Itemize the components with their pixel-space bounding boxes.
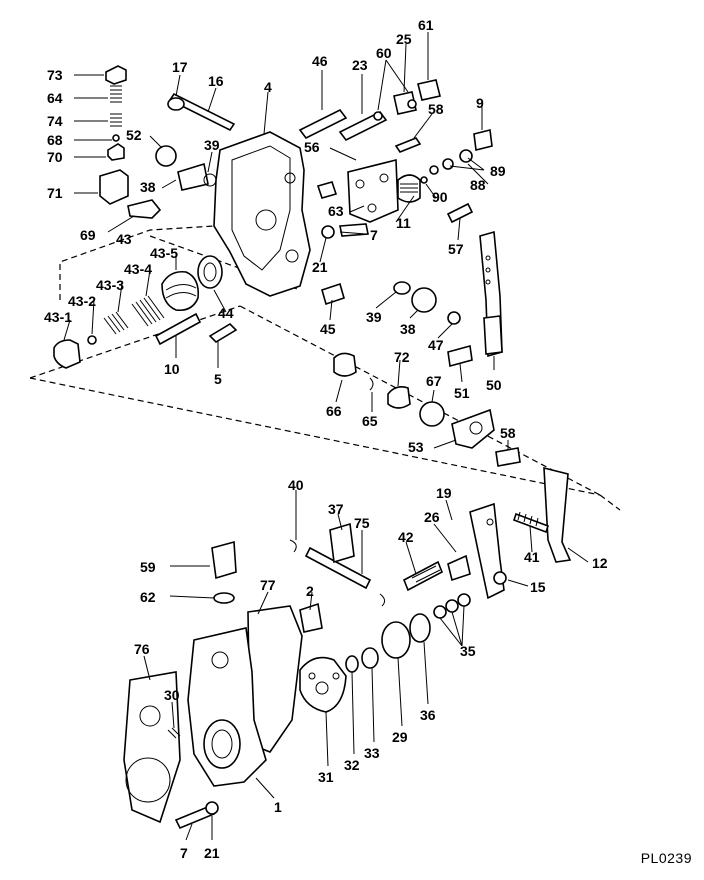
label-23: 23 [352, 57, 368, 73]
pump-body [123, 540, 323, 830]
label-56: 56 [304, 139, 320, 155]
label-39-mid: 39 [366, 309, 382, 325]
label-32: 32 [344, 757, 360, 773]
label-76: 76 [134, 641, 150, 657]
label-68: 68 [47, 132, 63, 148]
fuel-control-linkage [289, 466, 572, 607]
label-5: 5 [214, 371, 222, 387]
drawing-code: PL0239 [640, 850, 692, 866]
label-2: 2 [306, 583, 314, 599]
label-30: 30 [164, 687, 180, 703]
governor-small-parts [99, 65, 162, 219]
label-16: 16 [208, 73, 224, 89]
label-57: 57 [448, 241, 464, 257]
label-4: 4 [264, 79, 272, 95]
label-61: 61 [418, 17, 434, 33]
label-31: 31 [318, 769, 334, 785]
label-7-top: 7 [370, 227, 378, 243]
label-62: 62 [140, 589, 156, 605]
label-43-5: 43-5 [150, 245, 178, 261]
label-40: 40 [288, 477, 304, 493]
label-59: 59 [140, 559, 156, 575]
label-72: 72 [394, 349, 410, 365]
label-35: 35 [460, 643, 476, 659]
label-19: 19 [436, 485, 452, 501]
label-75: 75 [354, 515, 370, 531]
label-39-top: 39 [204, 137, 220, 153]
part-number-labels: 73 64 74 68 70 71 69 43 43-5 43-4 43-3 4… [44, 17, 608, 861]
governor-weight-assembly [299, 593, 471, 713]
governor-spring-assembly [53, 255, 238, 369]
label-47: 47 [428, 337, 444, 353]
label-43-3: 43-3 [96, 277, 124, 293]
label-26: 26 [424, 509, 440, 525]
label-17: 17 [172, 59, 188, 75]
label-66: 66 [326, 403, 342, 419]
label-10: 10 [164, 361, 180, 377]
label-58-top: 58 [428, 101, 444, 117]
label-50: 50 [486, 377, 502, 393]
label-88: 88 [470, 177, 486, 193]
label-67: 67 [426, 373, 442, 389]
label-60: 60 [376, 45, 392, 61]
label-44: 44 [218, 305, 234, 321]
adjusting-screws [298, 79, 493, 224]
label-46: 46 [312, 53, 328, 69]
label-73: 73 [47, 67, 63, 83]
label-7-bottom: 7 [180, 845, 188, 861]
label-51: 51 [454, 385, 470, 401]
label-42: 42 [398, 529, 414, 545]
label-38-mid: 38 [400, 321, 416, 337]
label-21-top: 21 [312, 259, 328, 275]
label-15: 15 [530, 579, 546, 595]
label-29: 29 [392, 729, 408, 745]
label-43-4: 43-4 [124, 261, 152, 277]
label-64: 64 [47, 90, 63, 106]
label-43-1: 43-1 [44, 309, 72, 325]
label-36: 36 [420, 707, 436, 723]
label-43-2: 43-2 [68, 293, 96, 309]
label-9: 9 [476, 95, 484, 111]
label-65: 65 [362, 413, 378, 429]
label-37: 37 [328, 501, 344, 517]
label-71: 71 [47, 185, 63, 201]
label-43: 43 [116, 231, 132, 247]
label-58-mid: 58 [500, 425, 516, 441]
label-11: 11 [396, 215, 411, 231]
label-89: 89 [490, 163, 506, 179]
label-45: 45 [320, 321, 336, 337]
label-77: 77 [260, 577, 276, 593]
label-90: 90 [432, 189, 448, 205]
label-1: 1 [274, 799, 282, 815]
label-52: 52 [126, 127, 142, 143]
label-70: 70 [47, 149, 63, 165]
control-levers-upper [447, 230, 521, 467]
label-63: 63 [328, 203, 344, 219]
label-53: 53 [408, 439, 424, 455]
label-21-bottom: 21 [204, 845, 220, 861]
label-74: 74 [47, 113, 63, 129]
cover-plate [321, 158, 399, 239]
label-69: 69 [80, 227, 96, 243]
leader-lines [63, 32, 589, 841]
label-33: 33 [364, 745, 380, 761]
label-41: 41 [524, 549, 540, 565]
governor-housing [155, 92, 338, 297]
label-12: 12 [592, 555, 608, 571]
label-38-top: 38 [140, 179, 156, 195]
label-25: 25 [396, 31, 412, 47]
middle-fittings [321, 281, 445, 427]
